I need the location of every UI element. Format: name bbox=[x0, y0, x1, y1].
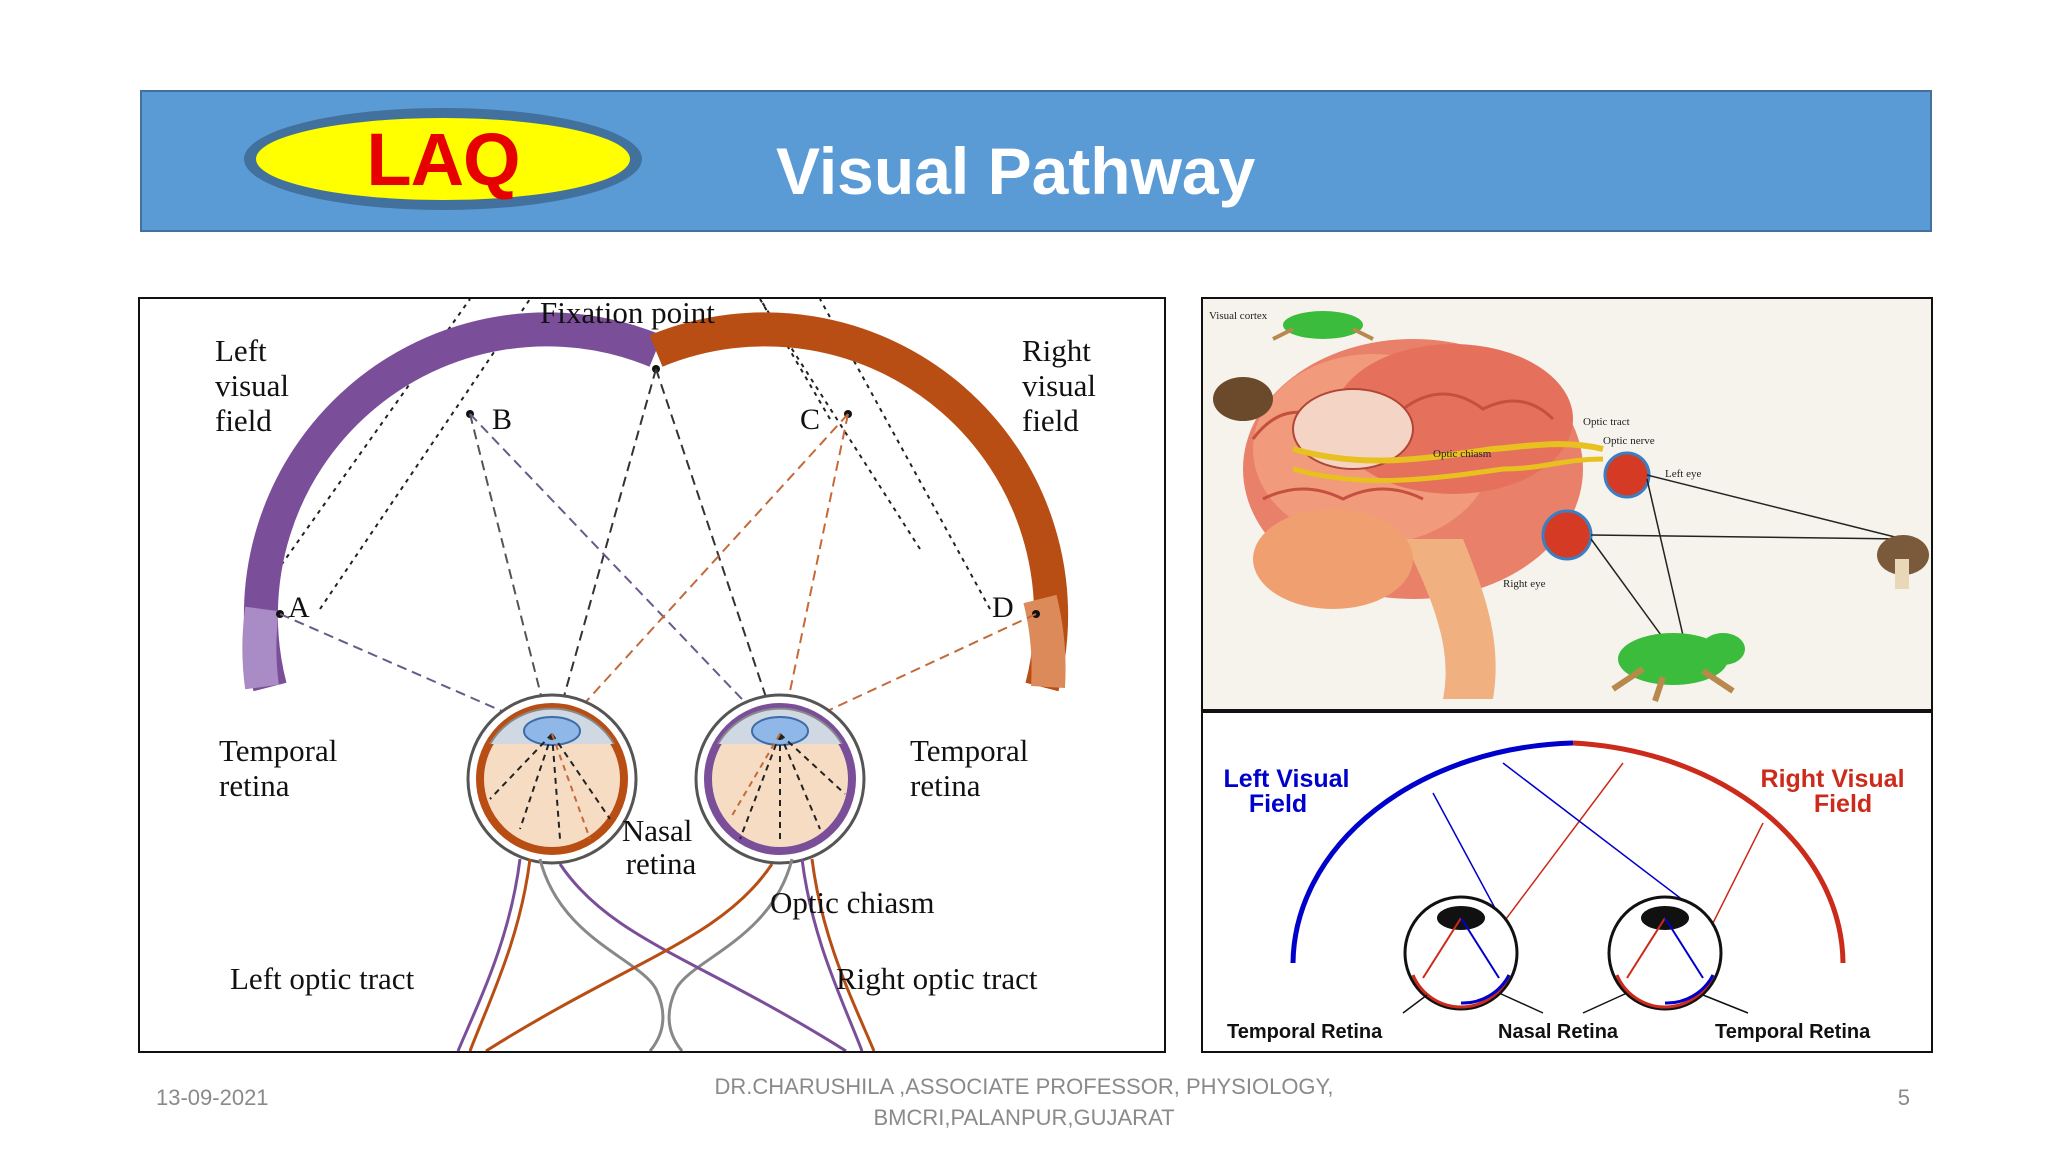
optic-tract-small-label: Optic tract bbox=[1583, 416, 1630, 428]
simplified-field-svg: Left Visual Field Right Visual Field Tem… bbox=[1224, 740, 1912, 1043]
page-number: 5 bbox=[1897, 1085, 1910, 1110]
right-eye-illustration bbox=[694, 693, 866, 865]
point-c-label: C bbox=[800, 403, 820, 436]
left-optic-tract-label: Left optic tract bbox=[230, 961, 415, 996]
temporal-retina-left-label-small: Temporal Retina bbox=[1227, 1021, 1383, 1043]
footer-credit-line2: BMCRI,PALANPUR,GUJARAT bbox=[873, 1105, 1175, 1130]
optic-nerve-small-label: Optic nerve bbox=[1603, 435, 1655, 447]
slide-title: Visual Pathway bbox=[776, 134, 1256, 208]
laq-badge-label: LAQ bbox=[366, 117, 520, 201]
visual-field-diagram-svg: Fixation point Left visual field Right v… bbox=[215, 299, 1104, 1051]
footer-credit: DR.CHARUSHILA ,ASSOCIATE PROFESSOR, PHYS… bbox=[700, 1071, 1348, 1133]
fixation-point-label: Fixation point bbox=[540, 299, 715, 330]
visual-cortex-label: Visual cortex bbox=[1209, 310, 1268, 322]
right-temporal-retina-label: Temporal retina bbox=[910, 733, 1036, 803]
visual-field-diagram: Fixation point Left visual field Right v… bbox=[138, 297, 1166, 1053]
nasal-retina-label-small: Nasal Retina bbox=[1498, 1021, 1619, 1043]
left-visual-field-label: Left visual field bbox=[215, 333, 297, 438]
left-temporal-retina-label: Temporal retina bbox=[219, 733, 345, 803]
right-eye-small-label: Right eye bbox=[1503, 578, 1546, 590]
optic-chiasm-label: Optic chiasm bbox=[770, 885, 934, 920]
left-eye-small-label: Left eye bbox=[1665, 468, 1701, 480]
footer-date: 13-09-2021 bbox=[156, 1085, 269, 1110]
brain-pathway-illustration: Visual cortex Optic tract Optic nerve Op… bbox=[1201, 297, 1933, 711]
left-eye-illustration bbox=[466, 693, 638, 865]
right-visual-field-label-small: Right Visual Field bbox=[1761, 765, 1912, 818]
nasal-retina-label: Nasal retina bbox=[622, 813, 700, 881]
point-a-label: A bbox=[288, 591, 310, 624]
simplified-field-diagram: Left Visual Field Right Visual Field Tem… bbox=[1201, 711, 1933, 1053]
laq-badge bbox=[244, 108, 642, 210]
optic-chiasm-small-label: Optic chiasm bbox=[1433, 448, 1492, 460]
left-visual-field-label-small: Left Visual Field bbox=[1224, 765, 1357, 818]
temporal-retina-right-label-small: Temporal Retina bbox=[1715, 1021, 1871, 1043]
footer-credit-line1: DR.CHARUSHILA ,ASSOCIATE PROFESSOR, PHYS… bbox=[714, 1074, 1334, 1099]
right-visual-field-label: Right visual field bbox=[1022, 333, 1104, 438]
brain-pathway-svg: Visual cortex Optic tract Optic nerve Op… bbox=[1209, 310, 1929, 702]
point-b-label: B bbox=[492, 403, 512, 436]
right-optic-tract-label: Right optic tract bbox=[836, 961, 1038, 996]
point-d-label: D bbox=[992, 591, 1014, 624]
